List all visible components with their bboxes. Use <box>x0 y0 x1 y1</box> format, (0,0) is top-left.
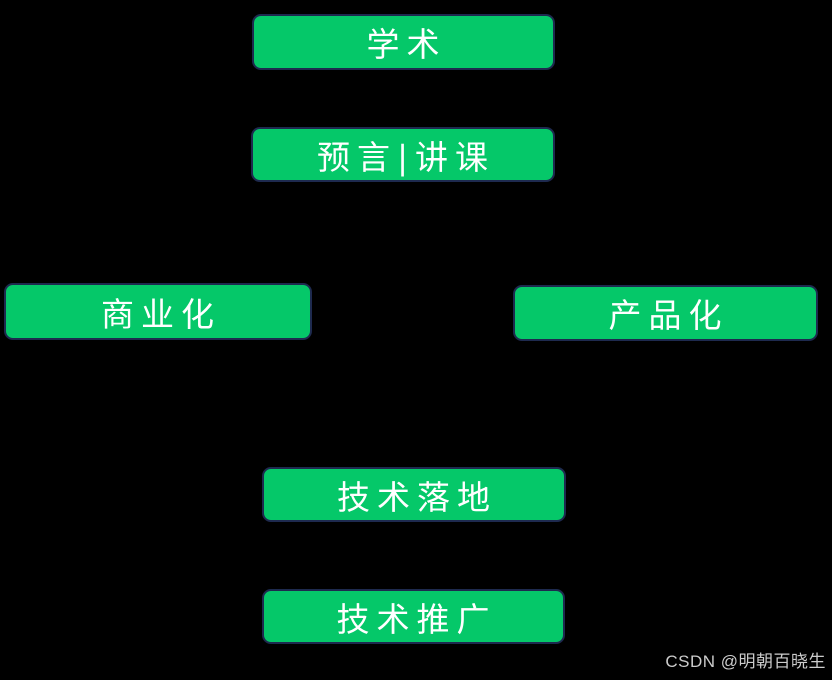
node-academic: 学术 <box>252 14 555 70</box>
node-tech-promotion-label: 技术推广 <box>336 599 497 639</box>
csdn-watermark: CSDN @明朝百晓生 <box>665 652 826 671</box>
node-tech-landing-label: 技术落地 <box>337 477 497 517</box>
node-lecture: 预言|讲课 <box>251 127 555 182</box>
node-productization: 产品化 <box>513 285 818 341</box>
node-academic-label: 学术 <box>366 25 447 64</box>
node-commercialization-label: 商业化 <box>101 294 221 334</box>
node-lecture-label: 预言|讲课 <box>316 137 496 177</box>
node-productization-label: 产品化 <box>608 296 729 335</box>
node-tech-landing: 技术落地 <box>262 467 566 522</box>
node-tech-promotion: 技术推广 <box>262 589 565 644</box>
node-commercialization: 商业化 <box>4 283 312 340</box>
